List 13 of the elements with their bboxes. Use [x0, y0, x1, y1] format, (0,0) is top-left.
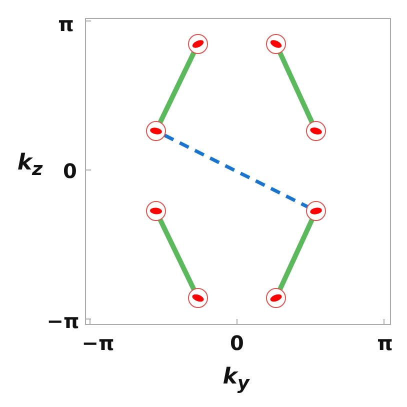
connector-line: [278, 218, 314, 290]
axis-label: k$_{y}$: [222, 366, 250, 394]
connector-line: [158, 218, 196, 291]
axis-label: k$_{z}$: [17, 152, 43, 180]
tick-label: −π: [82, 333, 114, 353]
connector-line: [158, 51, 196, 124]
tick-label: π: [58, 14, 74, 34]
tick-label: 0: [230, 333, 244, 353]
tick-label: 0: [63, 161, 77, 181]
tick-label: π: [377, 333, 393, 353]
connector-line: [278, 52, 314, 124]
tick-label: −π: [46, 311, 80, 331]
dashed-line: [164, 134, 308, 208]
